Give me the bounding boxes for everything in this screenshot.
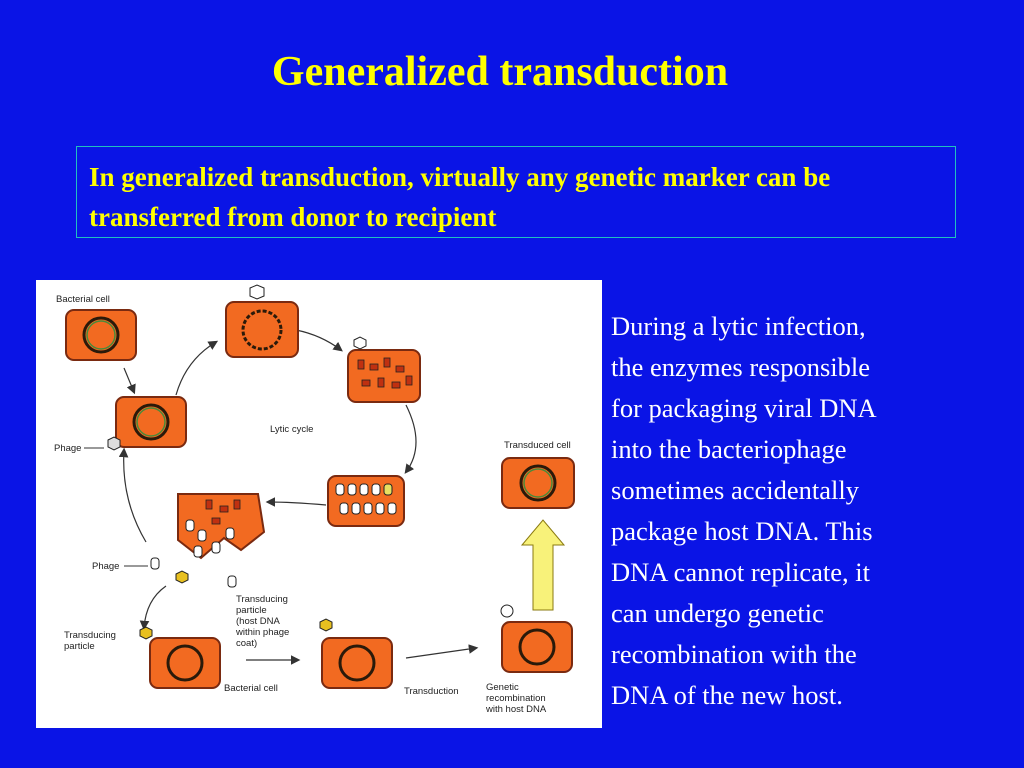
label-lytic-cycle: Lytic cycle	[270, 424, 313, 435]
body-line: recombination with the	[611, 639, 857, 669]
transduced-arrow	[520, 519, 566, 611]
body-line: During a lytic infection,	[611, 311, 866, 341]
arrow-4	[404, 404, 417, 474]
transduced-cell	[501, 457, 575, 509]
definition-text: In generalized transduction, virtually a…	[89, 162, 831, 232]
label-phage-left: Phage	[54, 443, 81, 454]
explanation-text: During a lytic infection, the enzymes re…	[611, 306, 1019, 716]
arrow-2	[175, 340, 219, 396]
transduction-cell	[319, 618, 393, 689]
bacterial-cell-bottom	[139, 626, 221, 689]
label-bacterial-cell-top: Bacterial cell	[56, 294, 110, 305]
arrow-9	[405, 644, 479, 659]
arrow-6	[118, 447, 147, 543]
body-line: the enzymes responsible	[611, 352, 871, 382]
cell-phage-injection	[225, 284, 299, 358]
recombination-cell	[500, 604, 573, 673]
body-line: can undergo genetic	[611, 598, 824, 628]
definition-box: In generalized transduction, virtually a…	[76, 146, 956, 238]
label-transduced-cell: Transduced cell	[504, 440, 571, 451]
label-bacterial-cell-bottom: Bacterial cell	[224, 683, 278, 694]
arrow-5	[265, 497, 327, 507]
label-transducing-particle-note: Transducing particle (host DNA within ph…	[235, 594, 292, 649]
cell-phage-assembly	[327, 475, 405, 527]
body-line: for packaging viral DNA	[611, 393, 877, 423]
body-line: into the bacteriophage	[611, 434, 847, 464]
diagram-svg: Bacterial cell Phage Lytic cycle Phage T…	[54, 284, 575, 715]
slide-title: Generalized transduction	[271, 49, 729, 95]
infected-cell	[107, 396, 187, 451]
label-transducing-particle-left: Transducing particle	[64, 630, 119, 652]
body-line: sometimes accidentally	[611, 475, 859, 505]
label-transduction: Transduction	[404, 686, 459, 697]
lysing-cell	[150, 493, 266, 588]
body-line: DNA cannot replicate, it	[611, 557, 871, 587]
body-line: DNA of the new host.	[611, 680, 843, 710]
transduction-diagram: Bacterial cell Phage Lytic cycle Phage T…	[36, 280, 602, 728]
body-line: package host DNA. This	[611, 516, 873, 546]
arrow-3	[295, 329, 343, 352]
bacterial-cell-1	[65, 309, 137, 361]
arrow-1	[123, 367, 136, 395]
label-phage-burst: Phage	[92, 561, 119, 572]
cell-dna-fragments	[347, 336, 421, 403]
arrow-7	[139, 585, 167, 631]
label-genetic-recombination: Genetic recombination with host DNA	[485, 682, 548, 715]
